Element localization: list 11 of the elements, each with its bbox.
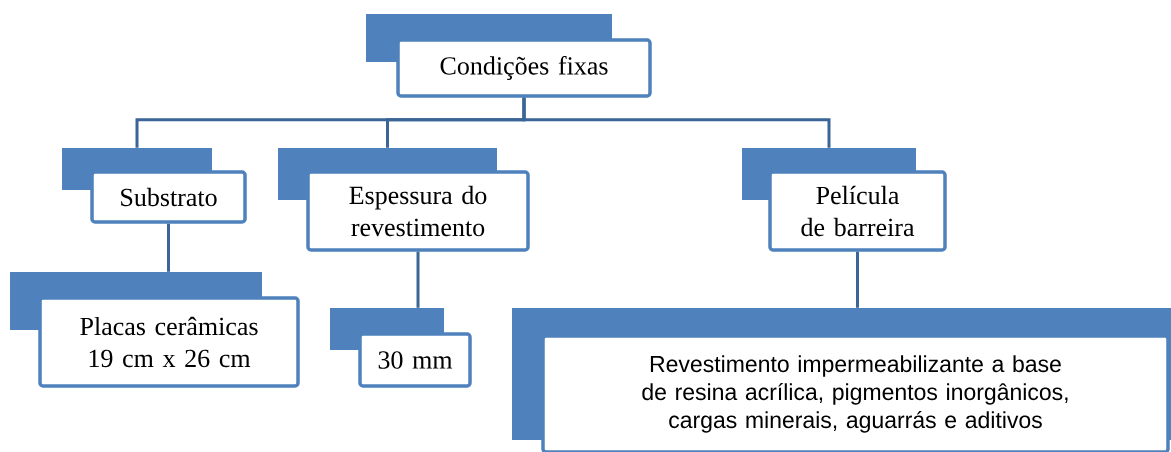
connector-line [856,251,859,308]
connector-line [167,223,170,272]
connector-line [416,251,420,308]
tab-box: Espessura do revestimento [278,148,530,252]
tab-box: Condições fixas [366,14,652,98]
tab-box: 30 mm [330,308,472,388]
tab-box: Substrato [62,148,247,224]
tab-box: Película de barreira [742,148,947,252]
connector-line [522,97,831,148]
tab-box: Revestimento impermeabilizante a base de resina acrílica, pigmentos inorgânicos, cargas minerais, aguarrás e aditivos [512,308,1171,452]
tab-box: Placas cerâmicas 19 cm x 26 cm [10,272,300,388]
